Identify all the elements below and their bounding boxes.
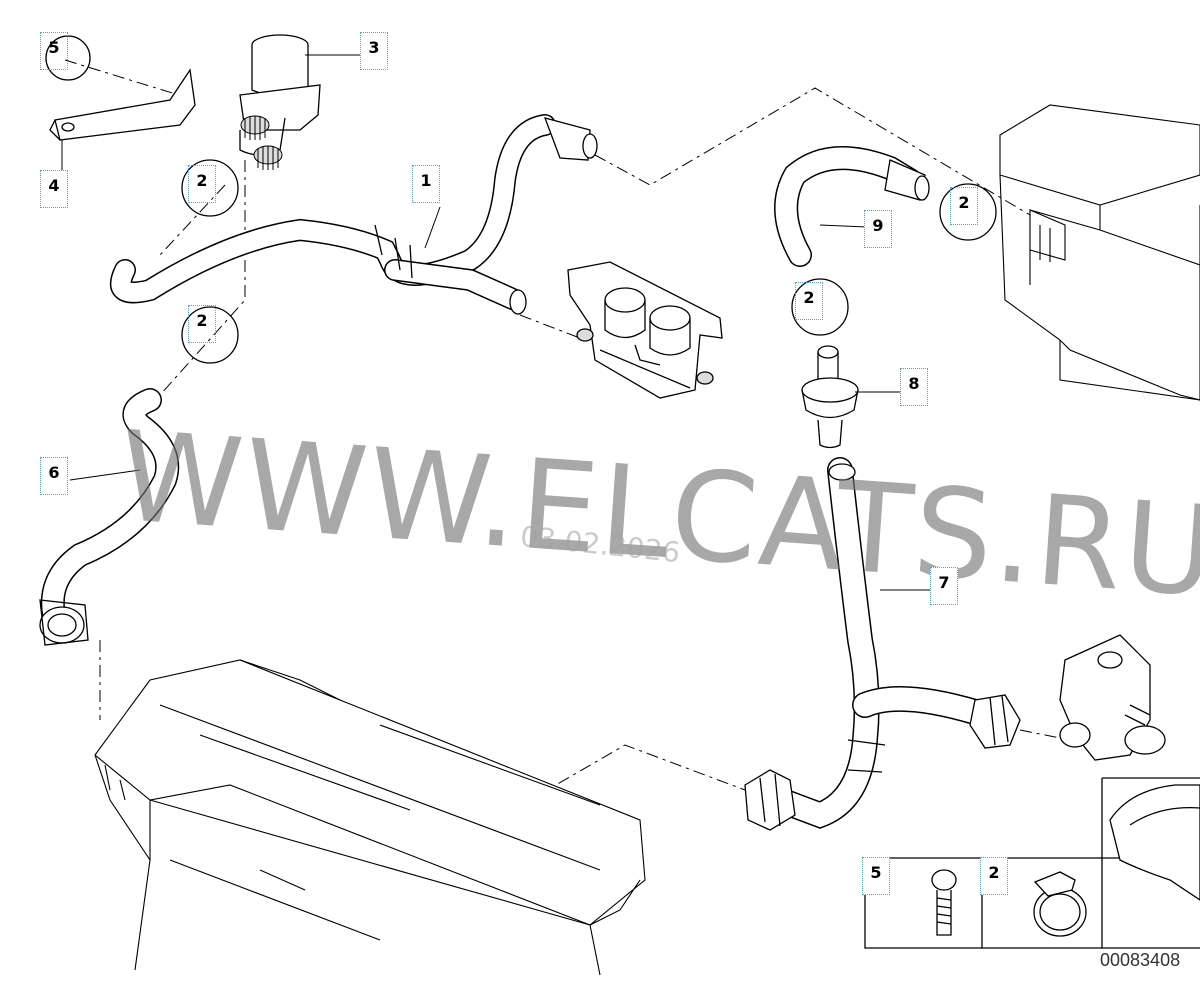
hose-part-6 (39, 388, 180, 646)
callout-2-a[interactable]: 2 (188, 165, 216, 203)
heater-unit-right (999, 104, 1200, 401)
hose-7-connector-right (969, 694, 1021, 749)
callout-5-top[interactable]: 5 (40, 32, 68, 70)
water-pump (1059, 634, 1166, 761)
callout-4[interactable]: 4 (40, 170, 68, 208)
callout-8[interactable]: 8 (900, 368, 928, 406)
check-valve-part-8 (801, 345, 859, 449)
legend-car-silhouette (1109, 784, 1200, 901)
hose-6-connector (39, 599, 89, 646)
clamp-circle-2b (181, 306, 239, 364)
callout-2-legend[interactable]: 2 (980, 857, 1008, 895)
hose-part-1 (110, 114, 598, 315)
engine-block-left (94, 659, 646, 976)
callout-1[interactable]: 1 (412, 165, 440, 203)
hose-part-9 (774, 146, 930, 267)
legend-clamp (1033, 871, 1087, 937)
clamp-circle-5 (45, 35, 91, 81)
clamp-circles (45, 35, 997, 364)
callout-9[interactable]: 9 (864, 210, 892, 248)
callout-2-c[interactable]: 2 (795, 282, 823, 320)
solenoid-valve-part-3 (239, 34, 321, 170)
drawing-number: 00083408 (1100, 950, 1181, 970)
legend-box (864, 777, 1200, 949)
callout-2-b[interactable]: 2 (188, 305, 216, 343)
callout-6[interactable]: 6 (40, 457, 68, 495)
hose-7-connector-bottom (744, 769, 796, 831)
hose-part-7 (744, 457, 1021, 831)
callout-5-legend[interactable]: 5 (862, 857, 890, 895)
callout-2-d[interactable]: 2 (950, 187, 978, 225)
legend-bolt (931, 869, 957, 936)
callout-7[interactable]: 7 (930, 567, 958, 605)
bracket-part-4 (49, 68, 196, 141)
clamp-circle-2c (791, 278, 849, 336)
valve-ports (240, 115, 283, 170)
double-valve-block (567, 261, 723, 399)
callout-3[interactable]: 3 (360, 32, 388, 70)
clamp-circle-2d (939, 183, 997, 241)
clamp-circle-2a (181, 159, 239, 217)
